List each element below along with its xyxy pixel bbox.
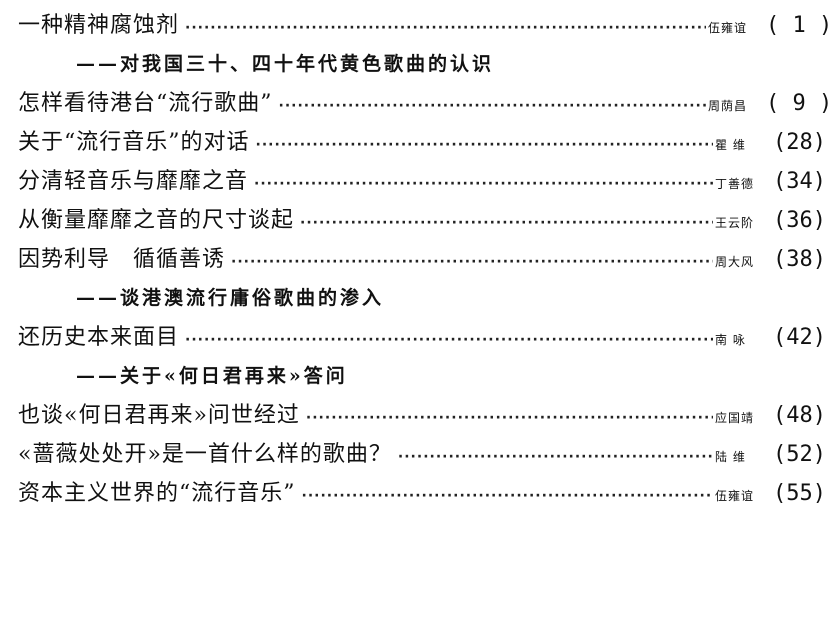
entry-author: 周荫昌 bbox=[708, 99, 748, 113]
entry-page-number: (28) bbox=[773, 130, 826, 155]
toc-entry: 怎样看待港台“流行歌曲” 周荫昌 ( 9 ) bbox=[18, 84, 833, 126]
dot-leader bbox=[398, 438, 713, 477]
entry-author: 南 咏 bbox=[715, 333, 746, 347]
dot-leader bbox=[185, 9, 706, 48]
toc-entry: 一种精神腐蚀剂 伍雍谊 ( 1 ) bbox=[18, 6, 833, 48]
entry-title: 关于“流行音乐”的对话 bbox=[18, 130, 250, 155]
toc-entry: 也谈«何日君再来»问世经过 应国靖 (48) bbox=[18, 396, 826, 435]
toc-entry: 因势利导 循循善诱 周大风 (38) bbox=[18, 240, 826, 279]
dot-leader bbox=[254, 165, 713, 204]
entry-author: 应国靖 bbox=[715, 411, 755, 425]
entry-author: 陆 维 bbox=[715, 450, 746, 464]
dot-leader bbox=[231, 243, 713, 282]
entry-subtitle: ——谈港澳流行庸俗歌曲的渗入 bbox=[76, 287, 385, 309]
entry-author: 王云阶 bbox=[715, 216, 755, 230]
dot-leader bbox=[300, 204, 713, 243]
toc-entry: 资本主义世界的“流行音乐” 伍雍谊 (55) bbox=[18, 474, 826, 513]
dot-leader bbox=[279, 87, 707, 126]
entry-title: «蔷薇处处开»是一首什么样的歌曲？ bbox=[18, 442, 392, 467]
entry-title: 怎样看待港台“流行歌曲” bbox=[18, 91, 273, 116]
entry-page-number: (36) bbox=[773, 208, 826, 233]
toc-entry: 从衡量靡靡之音的尺寸谈起 王云阶 (36) bbox=[18, 201, 826, 240]
entry-title: 因势利导 循循善诱 bbox=[18, 247, 226, 272]
entry-title: 还历史本来面目 bbox=[18, 325, 180, 350]
entry-title: 从衡量靡靡之音的尺寸谈起 bbox=[18, 208, 295, 233]
entry-subtitle: ——关于«何日君再来»答问 bbox=[76, 365, 348, 387]
entry-subtitle: ——对我国三十、四十年代黄色歌曲的认识 bbox=[76, 53, 495, 75]
entry-author: 伍雍谊 bbox=[715, 489, 755, 503]
toc-entry: 关于“流行音乐”的对话 瞿 维 (28) bbox=[18, 123, 826, 162]
dot-leader bbox=[302, 477, 714, 516]
dot-leader bbox=[256, 126, 714, 165]
entry-author: 伍雍谊 bbox=[708, 21, 748, 35]
toc-entry: «蔷薇处处开»是一首什么样的歌曲？ 陆 维 (52) bbox=[18, 435, 826, 474]
entry-page-number: (42) bbox=[773, 325, 826, 350]
entry-page-number: (52) bbox=[773, 442, 826, 467]
entry-title: 分清轻音乐与靡靡之音 bbox=[18, 169, 249, 194]
entry-title: 资本主义世界的“流行音乐” bbox=[18, 481, 296, 506]
dot-leader bbox=[306, 399, 713, 438]
table-of-contents: 一种精神腐蚀剂 伍雍谊 ( 1 ) ——对我国三十、四十年代黄色歌曲的认识 怎样… bbox=[18, 6, 833, 513]
entry-page-number: (48) bbox=[773, 403, 826, 428]
entry-title: 也谈«何日君再来»问世经过 bbox=[18, 403, 300, 428]
toc-entry: 还历史本来面目 南 咏 (42) bbox=[18, 318, 826, 357]
toc-entry: 分清轻音乐与靡靡之音 丁善德 (34) bbox=[18, 162, 826, 201]
entry-page-number: (38) bbox=[773, 247, 826, 272]
entry-author: 周大风 bbox=[715, 255, 755, 269]
entry-title: 一种精神腐蚀剂 bbox=[18, 13, 180, 38]
entry-page-number: ( 1 ) bbox=[766, 13, 833, 38]
entry-author: 丁善德 bbox=[715, 177, 755, 191]
entry-author: 瞿 维 bbox=[715, 138, 746, 152]
dot-leader bbox=[185, 321, 713, 360]
entry-page-number: (55) bbox=[773, 481, 826, 506]
entry-page-number: ( 9 ) bbox=[766, 91, 833, 116]
entry-page-number: (34) bbox=[773, 169, 826, 194]
